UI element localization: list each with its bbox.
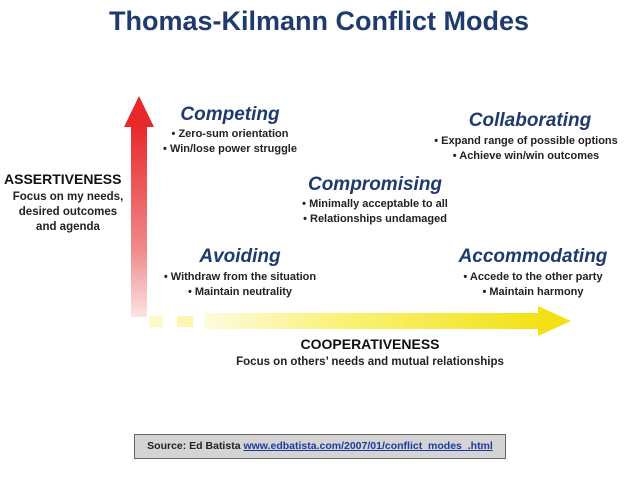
cooperativeness-label: COOPERATIVENESS (300, 336, 440, 352)
mode-accommodating-title: Accommodating (458, 246, 608, 267)
bullet: Zero-sum orientation (140, 127, 320, 142)
description-line: desired outcomes (18, 206, 118, 218)
description-line: Focus on my needs, (12, 191, 124, 203)
cooperativeness-arrow (149, 306, 571, 336)
description-line: and agenda (36, 221, 100, 233)
source-link[interactable]: www.edbatista.com/2007/01/conflict_modes… (243, 440, 493, 452)
bullet: Expand range of possible options (415, 134, 637, 149)
bullet: Maintain harmony (435, 285, 631, 300)
mode-collaborating-title: Collaborating (468, 110, 592, 131)
mode-compromising-bullets: Minimally acceptable to all Relationship… (270, 197, 480, 227)
assertiveness-arrow (124, 96, 154, 317)
source-box: Source: Ed Batista www.edbatista.com/200… (134, 434, 506, 459)
mode-accommodating-bullets: Accede to the other party Maintain harmo… (435, 270, 631, 300)
assertiveness-description: Focus on my needs, desired outcomes and … (2, 190, 134, 235)
page-title: Thomas-Kilmann Conflict Modes (108, 6, 530, 36)
bullet: Accede to the other party (435, 270, 631, 285)
source-label: Source: Ed Batista (147, 440, 241, 452)
mode-compromising-title: Compromising (307, 174, 443, 195)
bullet: Minimally acceptable to all (270, 197, 480, 212)
mode-avoiding-bullets: Withdraw from the situation Maintain neu… (142, 270, 338, 300)
assertiveness-label: ASSERTIVENESS (4, 171, 122, 187)
bullet: Win/lose power struggle (140, 142, 320, 157)
cooperativeness-description: Focus on others’ needs and mutual relati… (236, 356, 504, 368)
bullet: Withdraw from the situation (142, 270, 338, 285)
mode-avoiding-title: Avoiding (199, 246, 281, 267)
bullet: Achieve win/win outcomes (415, 149, 637, 164)
mode-competing-title: Competing (180, 104, 280, 125)
bullet: Maintain neutrality (142, 285, 338, 300)
bullet: Relationships undamaged (270, 212, 480, 227)
mode-competing-bullets: Zero-sum orientation Win/lose power stru… (140, 127, 320, 157)
mode-collaborating-bullets: Expand range of possible options Achieve… (415, 134, 637, 164)
